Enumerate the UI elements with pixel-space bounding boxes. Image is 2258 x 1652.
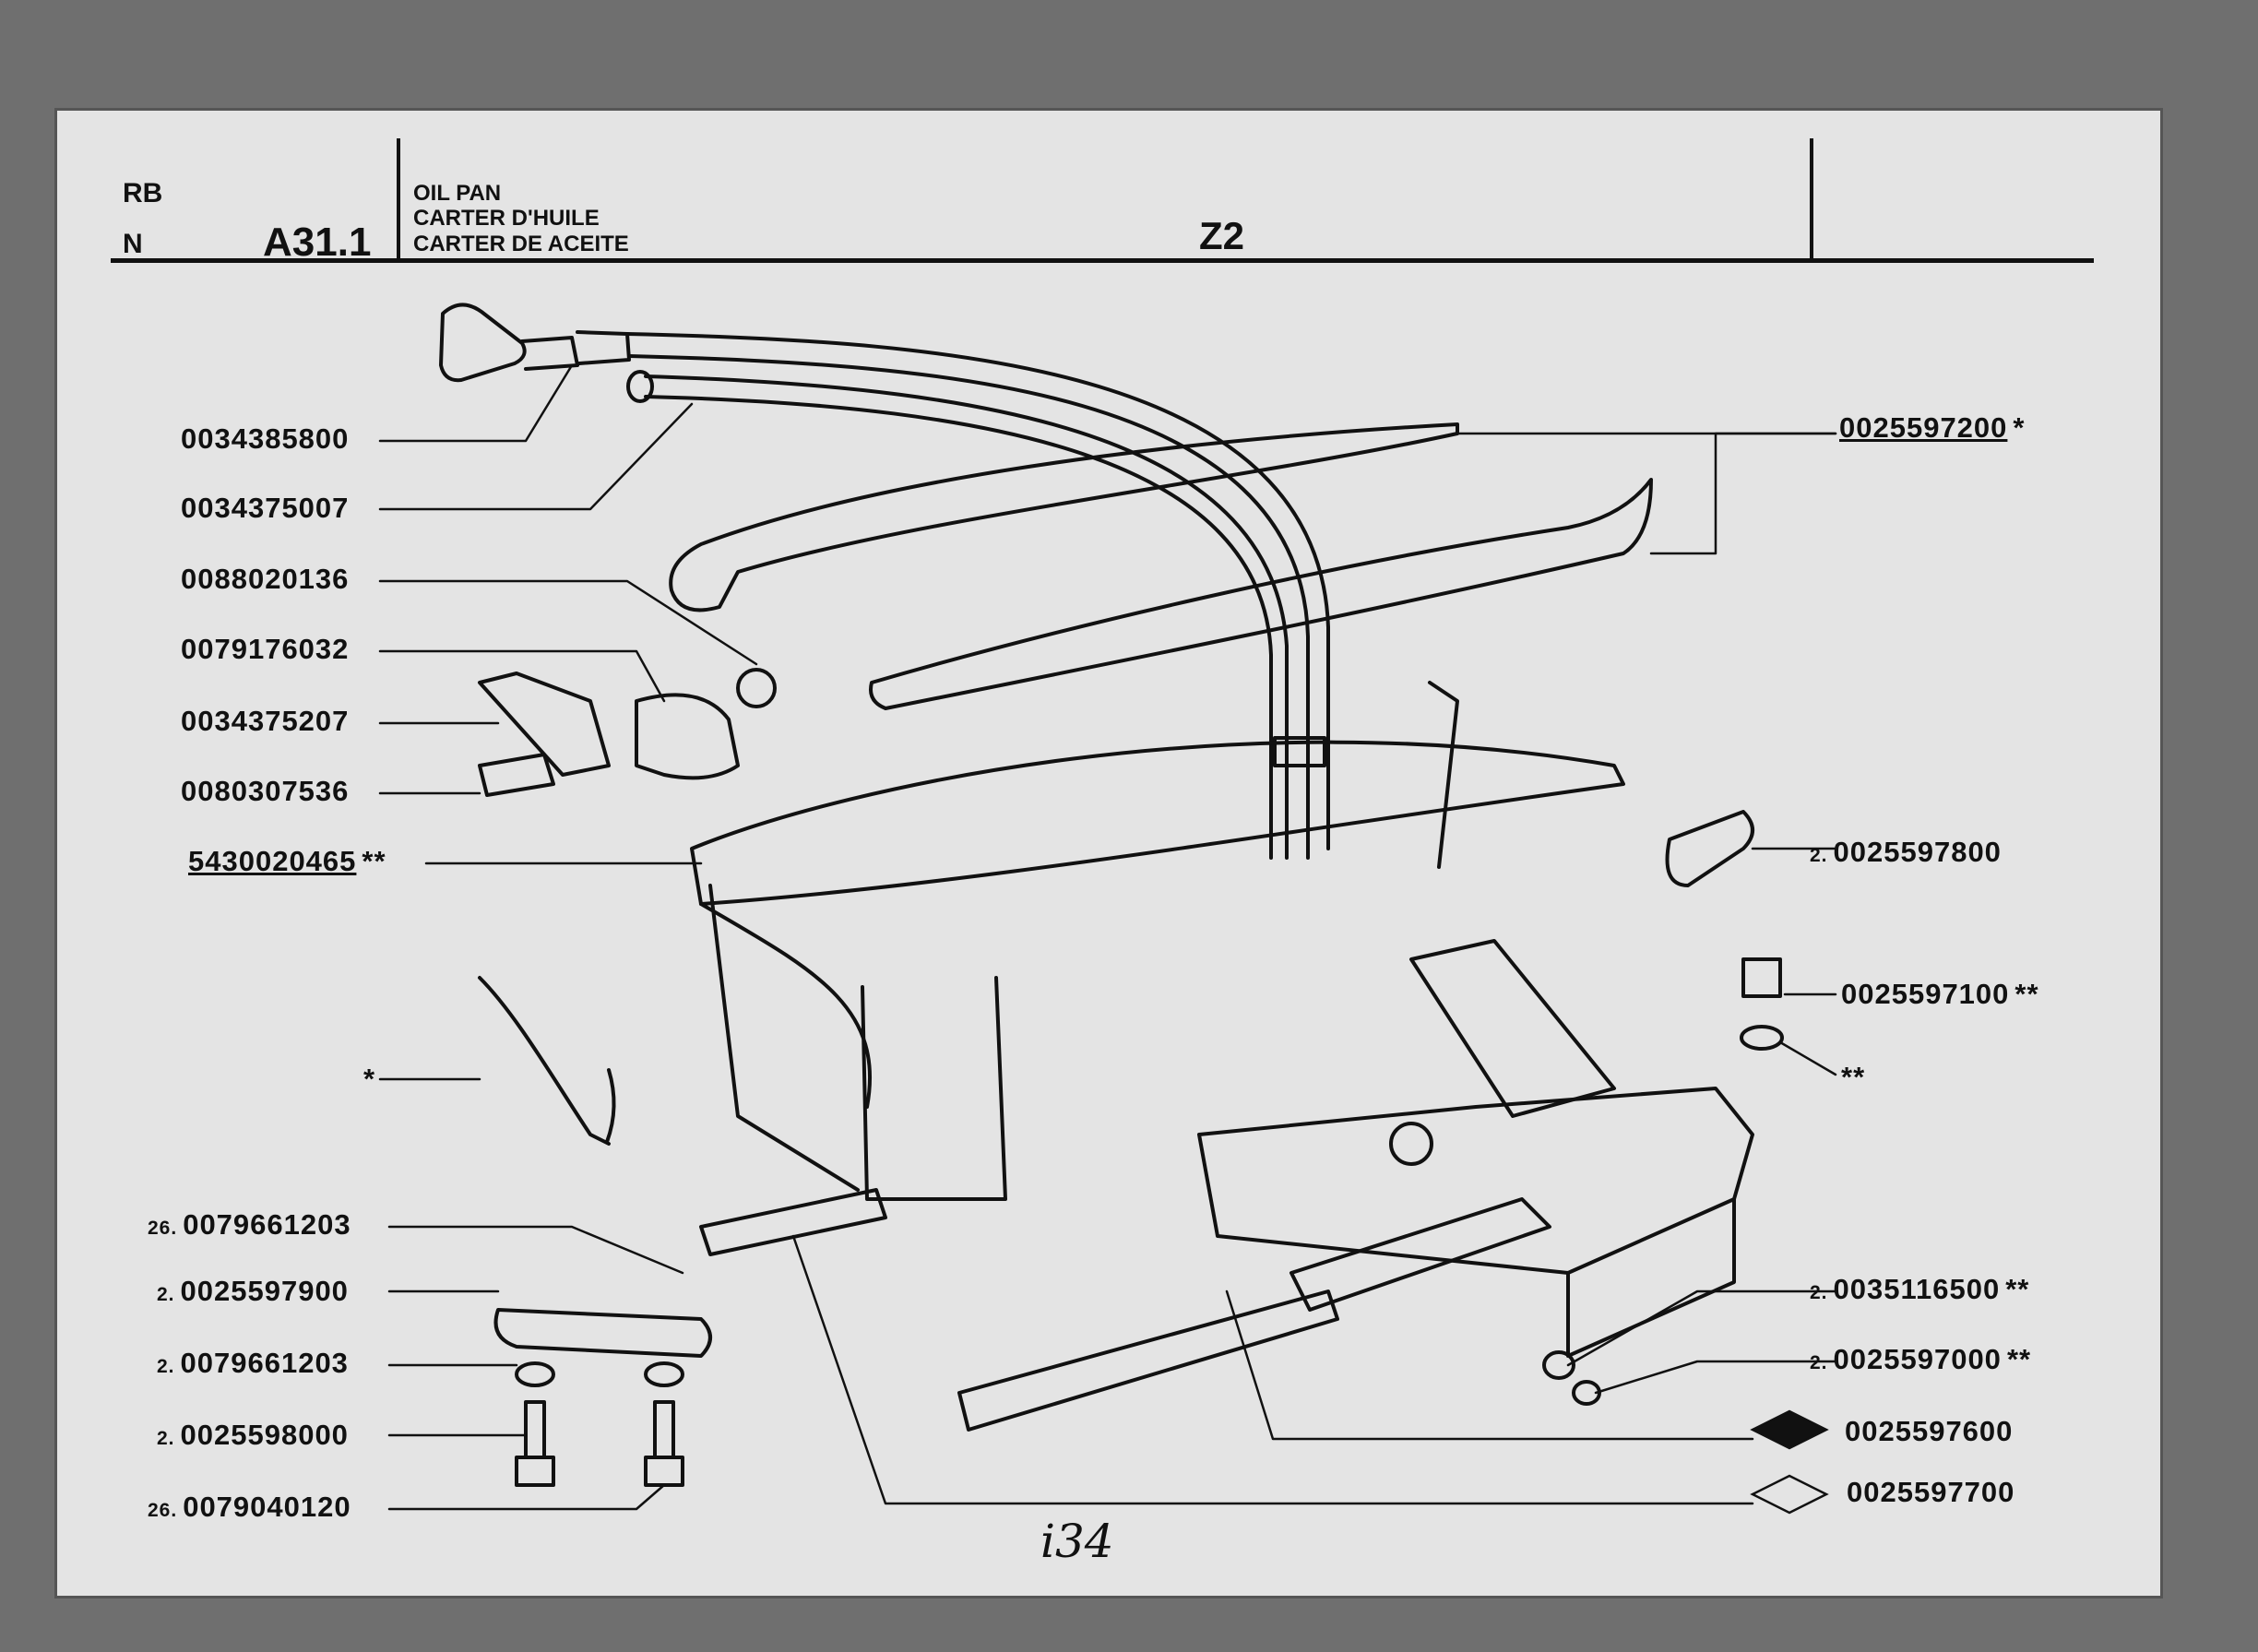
callout-0025597800: 2.0025597800 <box>1810 836 2002 868</box>
callout-0025597000: 2.0025597000** <box>1810 1343 2032 1375</box>
callout-0025597600: 0025597600 <box>1845 1415 2014 1447</box>
title-es: CARTER DE ACEITE <box>413 232 629 256</box>
page-ref: A31.1 <box>263 220 372 265</box>
callout-0079040120: 26.0079040120 <box>148 1491 351 1523</box>
callout-5430020465: 5430020465** <box>188 845 386 877</box>
callout-0079176032: 0079176032 <box>181 633 350 665</box>
callout-0079661203-a: 26.0079661203 <box>148 1208 351 1241</box>
callout-0025597100: 0025597100** <box>1841 978 2039 1010</box>
callout-0034385800: 0034385800 <box>181 422 350 455</box>
callout-0025597900: 2.0025597900 <box>157 1275 349 1307</box>
header-rule <box>111 258 2094 263</box>
callout-0034375007: 0034375007 <box>181 492 350 524</box>
parts-sheet <box>57 111 2160 1596</box>
callout-0080307536: 0080307536 <box>181 775 350 807</box>
callout-0035116500: 2.0035116500** <box>1810 1273 2030 1305</box>
callout-0025597700: 0025597700 <box>1847 1476 2015 1508</box>
callout-double-star-washer: ** <box>1841 1061 1866 1093</box>
header-divider-2 <box>1810 138 1813 263</box>
code-rb: RB <box>123 178 163 208</box>
callout-0088020136: 0088020136 <box>181 563 350 595</box>
header-divider-1 <box>397 138 400 263</box>
callout-0025597200: 0025597200* <box>1839 411 2026 444</box>
callout-0079661203-b: 2.0079661203 <box>157 1347 349 1379</box>
callout-star-seal: * <box>363 1063 376 1095</box>
model-code: Z2 <box>1199 214 1245 257</box>
title-en: OIL PAN <box>413 181 502 206</box>
title-fr: CARTER D'HUILE <box>413 206 600 231</box>
callout-0025598000: 2.0025598000 <box>157 1419 349 1451</box>
code-n: N <box>123 229 143 259</box>
handwritten-note: i34 <box>1040 1515 1114 1568</box>
callout-0034375207: 0034375207 <box>181 705 350 737</box>
